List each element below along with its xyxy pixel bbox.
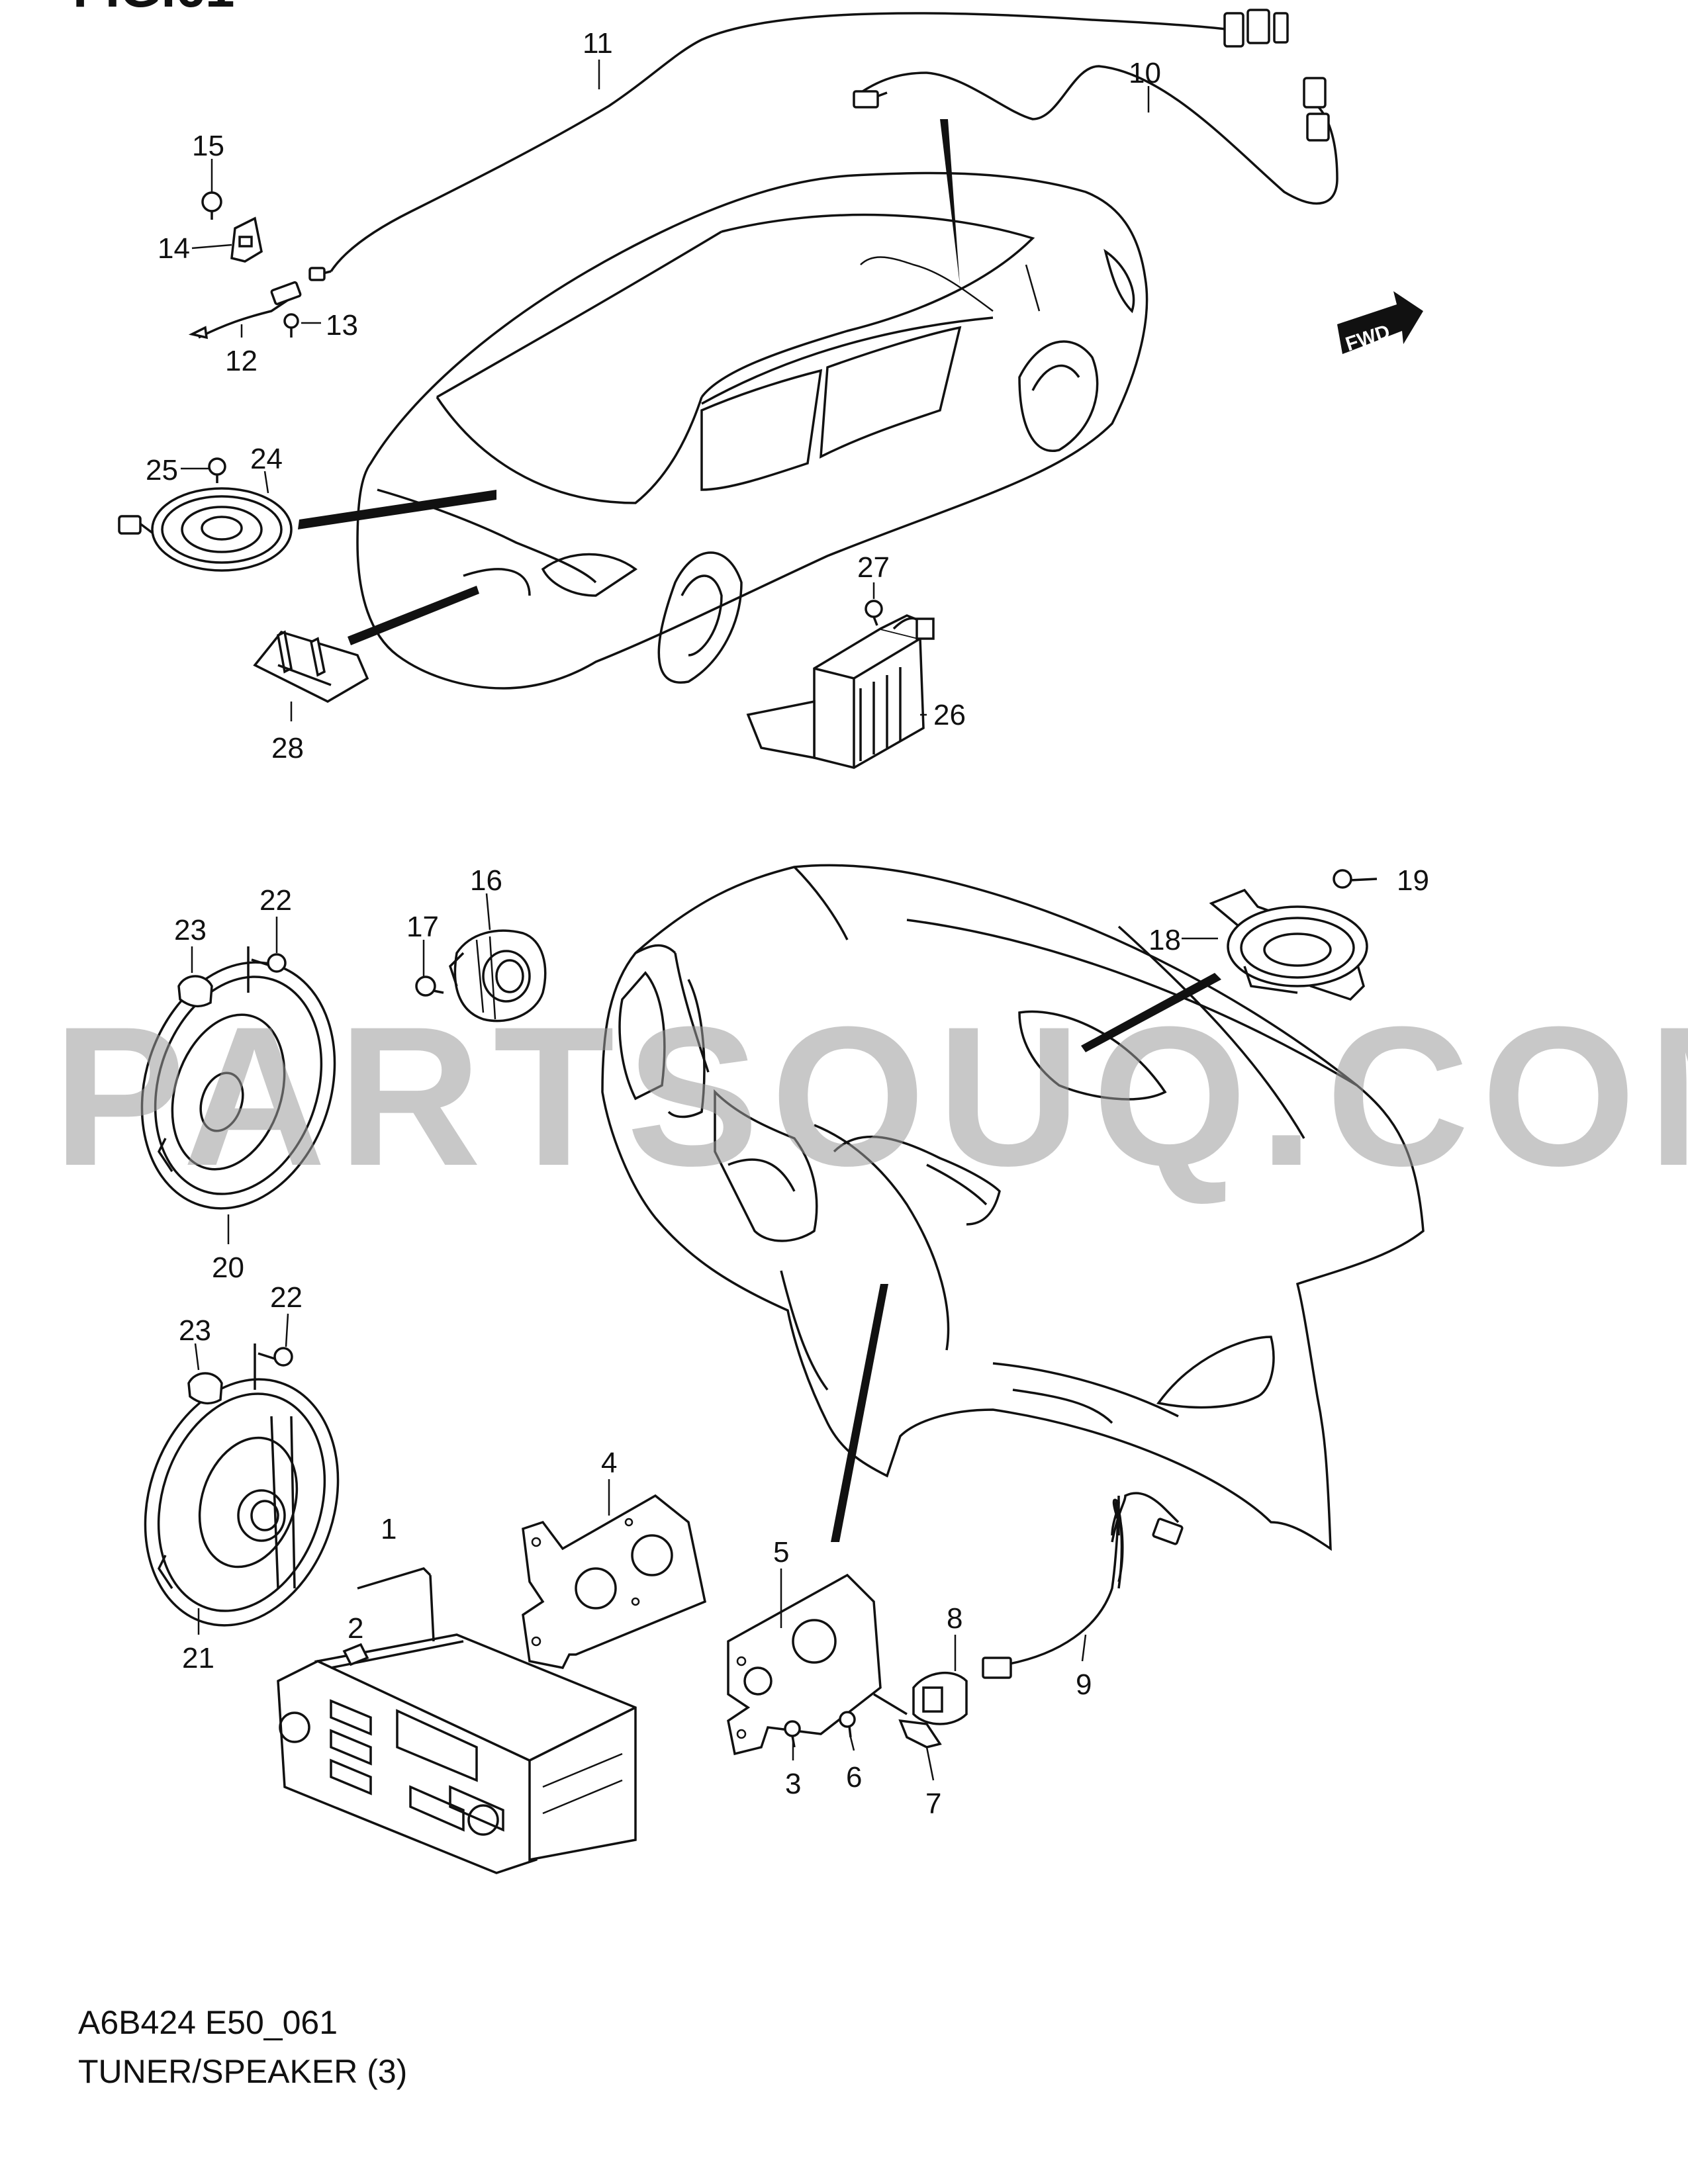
callout-2: 2	[348, 1612, 363, 1645]
tuner-head-unit-1[interactable]	[277, 1574, 637, 1874]
callout-leaders	[181, 60, 1218, 1781]
clip-23b[interactable]	[187, 1372, 223, 1405]
callout-4: 4	[601, 1447, 617, 1479]
callout-13: 13	[326, 309, 358, 341]
bracket-14[interactable]	[230, 216, 263, 263]
fwd-arrow-icon: FWD	[1337, 291, 1423, 355]
screw-22a[interactable]	[247, 946, 287, 993]
callout-21: 21	[182, 1642, 214, 1674]
knob-2[interactable]	[342, 1643, 369, 1666]
screw-6[interactable]	[839, 1711, 856, 1738]
screw-27[interactable]	[865, 600, 883, 626]
callout-labels: 11 10 15 14 13 12 25 24 28 27 26 16 17 1…	[146, 27, 1429, 1820]
callout-28: 28	[271, 732, 304, 764]
dashboard-illustration	[601, 864, 1425, 1551]
pointer-wedges	[298, 119, 1221, 1542]
callout-22a: 22	[259, 884, 292, 917]
cable-12[interactable]	[188, 281, 302, 340]
callout-26: 26	[933, 699, 966, 731]
callout-17: 17	[406, 911, 439, 943]
fig-label: FIG.61	[73, 0, 235, 18]
car-body-illustration	[356, 171, 1149, 690]
screw-19[interactable]	[1333, 869, 1378, 889]
switch-8[interactable]	[912, 1672, 968, 1725]
callout-15: 15	[192, 130, 224, 162]
bracket-28[interactable]	[253, 630, 369, 703]
bracket-4[interactable]	[522, 1494, 707, 1669]
amplifier-26[interactable]	[746, 614, 935, 769]
callout-16: 16	[470, 864, 502, 897]
leader-1-2	[357, 1567, 432, 1590]
callout-24: 24	[250, 443, 283, 475]
bracket-5[interactable]	[727, 1573, 882, 1756]
callout-10: 10	[1129, 57, 1161, 89]
callout-14: 14	[158, 232, 190, 265]
callout-5: 5	[773, 1536, 789, 1569]
callout-27: 27	[857, 551, 890, 584]
cable-9[interactable]	[982, 1492, 1184, 1679]
callout-23a: 23	[174, 914, 207, 946]
screw-22b[interactable]	[254, 1343, 293, 1390]
screw-13[interactable]	[283, 313, 299, 338]
callout-1: 1	[381, 1513, 397, 1545]
diagram-code: A6B424 E50_061	[78, 2004, 338, 2041]
callout-20: 20	[212, 1251, 244, 1284]
callout-22b: 22	[270, 1281, 303, 1314]
antenna-harness-11[interactable]	[308, 9, 1289, 281]
callout-8: 8	[947, 1602, 962, 1635]
callout-23b: 23	[179, 1314, 211, 1347]
rear-speaker-24[interactable]	[118, 487, 293, 572]
screw-3[interactable]	[784, 1720, 801, 1748]
door-speaker-20[interactable]	[111, 937, 365, 1234]
callout-9: 9	[1076, 1668, 1092, 1701]
clip-7[interactable]	[898, 1719, 942, 1749]
diagram-title: TUNER/SPEAKER (3)	[78, 2053, 407, 2090]
leader-5-7	[873, 1693, 908, 1715]
callout-18: 18	[1149, 924, 1181, 956]
screw-17[interactable]	[415, 976, 444, 997]
callout-6: 6	[846, 1761, 862, 1794]
callout-3: 3	[785, 1768, 801, 1800]
clip-23a[interactable]	[177, 975, 213, 1008]
screw-15[interactable]	[201, 191, 222, 220]
roof-harness-10[interactable]	[853, 65, 1338, 205]
callout-25: 25	[146, 454, 178, 486]
callout-19: 19	[1397, 864, 1429, 897]
tweeter-16[interactable]	[448, 929, 547, 1023]
watermark: PARTSOUQ.COM	[53, 985, 1688, 1207]
callout-11: 11	[583, 27, 613, 60]
screw-25[interactable]	[208, 457, 226, 483]
door-speaker-21[interactable]	[115, 1354, 369, 1651]
callout-12: 12	[225, 345, 258, 377]
callout-7: 7	[925, 1788, 941, 1820]
tweeter-speaker-18[interactable]	[1209, 888, 1368, 1001]
